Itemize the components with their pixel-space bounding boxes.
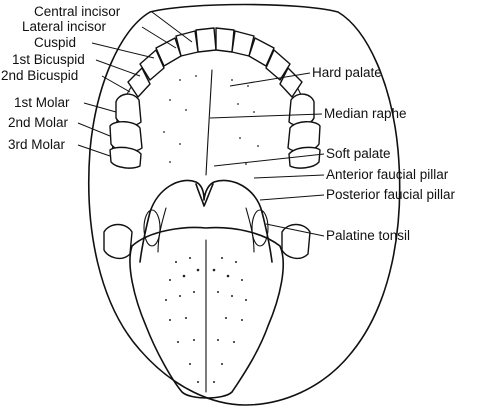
posterior-faucial-pillar-right — [245, 207, 255, 253]
teeth-left — [109, 27, 217, 169]
lower-molar-right — [281, 223, 311, 260]
teeth-right — [215, 27, 321, 169]
label-central-incisor: Central incisor — [34, 4, 121, 19]
palatine-tonsil-left — [143, 209, 161, 247]
tooth-2nd-bicuspid-left — [127, 67, 151, 98]
tooth-1st-molar-left — [115, 93, 142, 127]
leader-lines-right — [209, 72, 325, 237]
tooth-3rd-molar-right — [288, 146, 321, 169]
median-raphe-line — [205, 69, 213, 176]
label-anterior-faucial-pillar: Anterior faucial pillar — [326, 167, 449, 182]
anterior-faucial-pillar-left — [139, 211, 151, 263]
uvula — [195, 183, 214, 207]
lower-molar-left — [103, 223, 133, 260]
label-2nd-bicuspid: 2nd Bicuspid — [1, 68, 78, 83]
posterior-faucial-pillar-left — [157, 207, 167, 253]
tooth-1st-bicuspid-left — [139, 49, 165, 81]
label-posterior-faucial-pillar: Posterior faucial pillar — [326, 187, 456, 202]
label-3rd-molar: 3rd Molar — [8, 137, 66, 152]
tooth-cuspid-right — [248, 37, 275, 67]
anterior-faucial-pillar-right — [261, 211, 273, 263]
tongue-papillae — [165, 257, 247, 383]
palatine-tonsil-right — [251, 209, 269, 247]
leader-lines-left — [77, 11, 193, 157]
lip-outline — [87, 3, 401, 406]
tongue — [129, 226, 285, 399]
label-palatine-tonsil: Palatine tonsil — [326, 228, 410, 243]
tooth-3rd-molar-left — [109, 146, 142, 169]
label-median-raphe: Median raphe — [324, 106, 407, 121]
hard-palate-stipple — [163, 75, 259, 165]
label-1st-molar: 1st Molar — [14, 95, 70, 110]
label-lateral-incisor: Lateral incisor — [22, 19, 107, 34]
label-cuspid: Cuspid — [34, 35, 76, 50]
label-2nd-molar: 2nd Molar — [8, 115, 69, 130]
label-soft-palate: Soft palate — [326, 146, 391, 161]
label-1st-bicuspid: 1st Bicuspid — [12, 52, 85, 67]
soft-palate-arch — [149, 179, 263, 213]
tooth-central-incisor-left — [195, 27, 217, 53]
tooth-1st-molar-right — [288, 93, 315, 127]
tooth-central-incisor-right — [215, 27, 235, 53]
tooth-1st-bicuspid-right — [265, 49, 291, 81]
tooth-2nd-bicuspid-right — [279, 67, 303, 98]
tooth-cuspid-left — [155, 37, 182, 67]
label-hard-palate: Hard palate — [312, 65, 382, 80]
